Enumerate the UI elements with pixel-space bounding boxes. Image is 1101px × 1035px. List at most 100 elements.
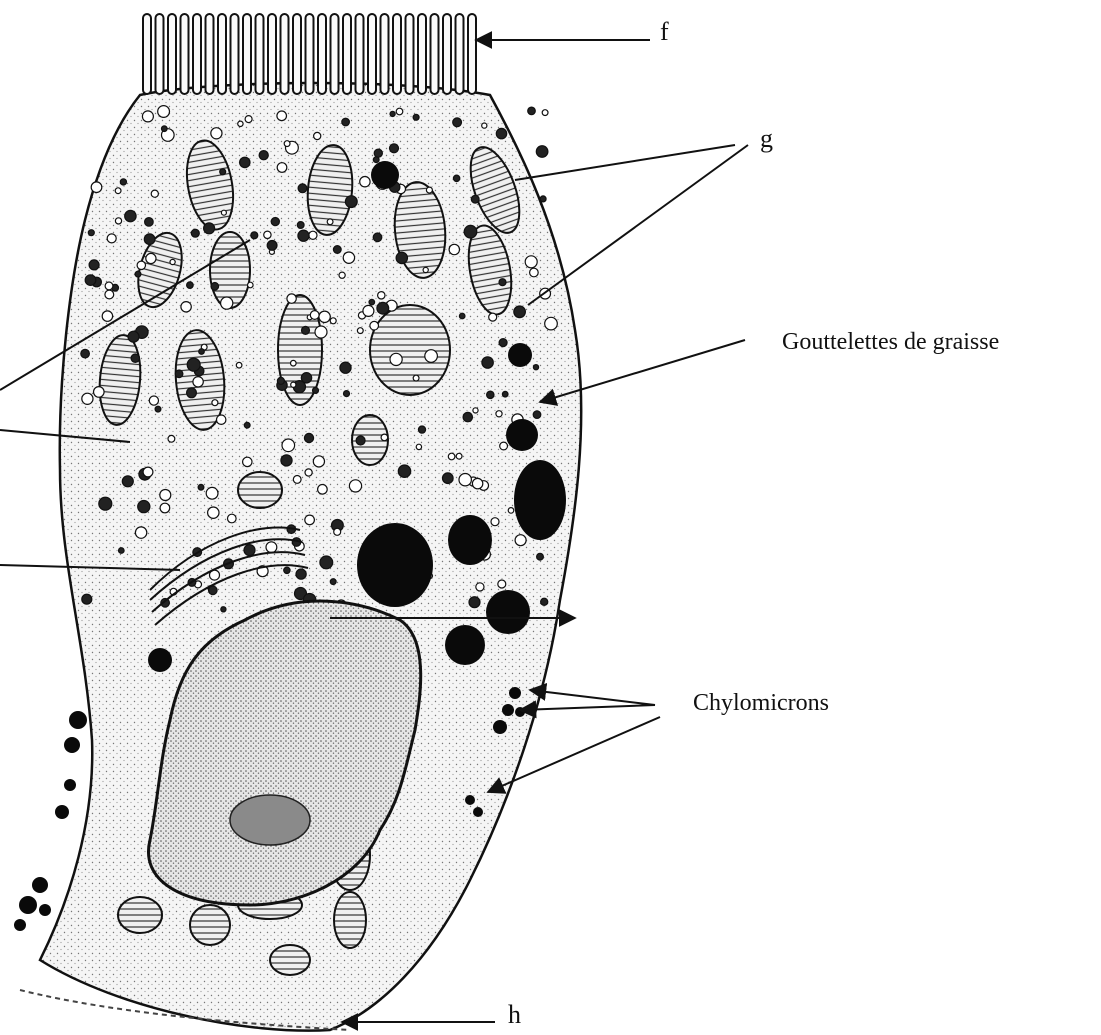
- vesicle: [314, 132, 321, 139]
- microvillus: [393, 14, 401, 94]
- microvillus: [256, 14, 264, 94]
- mitochondrion: [370, 305, 450, 395]
- vesicle: [496, 411, 502, 417]
- vesicle: [102, 311, 112, 321]
- vesicle: [377, 302, 389, 314]
- mitochondrion: [238, 472, 282, 508]
- vesicle: [315, 326, 327, 338]
- vesicle: [170, 259, 175, 264]
- vesicle: [330, 318, 336, 324]
- vesicle: [291, 382, 296, 387]
- vesicle: [212, 400, 218, 406]
- vesicle: [284, 141, 290, 147]
- microvillus: [331, 14, 339, 94]
- vesicle: [221, 210, 226, 215]
- vesicle: [459, 474, 471, 486]
- vesicle: [499, 279, 506, 286]
- vesicle: [281, 455, 292, 466]
- vesicle: [499, 339, 507, 347]
- vesicle: [491, 518, 499, 526]
- vesicle: [187, 388, 197, 398]
- vesicle: [115, 218, 121, 224]
- vesicle: [137, 261, 145, 269]
- vesicle: [89, 260, 99, 270]
- microvillus: [206, 14, 214, 94]
- vesicle: [228, 514, 237, 523]
- vesicle: [175, 370, 183, 378]
- vesicle: [345, 196, 357, 208]
- vesicle: [251, 232, 258, 239]
- microvillus: [193, 14, 201, 94]
- vesicle: [500, 442, 508, 450]
- vesicle: [487, 391, 494, 398]
- vesicle: [530, 268, 539, 277]
- vesicle: [220, 169, 226, 175]
- vesicle: [515, 535, 526, 546]
- vesicle: [240, 157, 250, 167]
- vesicle: [381, 434, 388, 441]
- microvillus: [456, 14, 464, 94]
- vesicle: [162, 126, 168, 132]
- vesicle: [310, 311, 319, 320]
- microvillus: [243, 14, 251, 94]
- microvillus: [431, 14, 439, 94]
- vesicle: [248, 282, 254, 288]
- label-h: h: [508, 1000, 521, 1029]
- vesicle: [143, 467, 153, 477]
- vesicle: [305, 515, 315, 525]
- vesicle: [142, 111, 153, 122]
- vesicle: [244, 545, 255, 556]
- vesicle: [187, 358, 200, 371]
- vesicle: [305, 469, 312, 476]
- vesicle: [339, 272, 345, 278]
- vesicle: [155, 406, 161, 412]
- vesicle: [151, 190, 158, 197]
- vesicle: [297, 222, 304, 229]
- vesicle: [413, 375, 419, 381]
- vesicle: [236, 362, 242, 368]
- mitochondrion: [190, 905, 230, 945]
- vesicle: [291, 360, 297, 366]
- microvillus: [368, 14, 376, 94]
- vesicle: [264, 231, 271, 238]
- vesicle: [298, 230, 309, 241]
- vesicle: [131, 354, 139, 362]
- vesicle: [472, 478, 482, 488]
- vesicle: [211, 283, 219, 291]
- vesicle: [158, 106, 170, 118]
- vesicle: [498, 580, 506, 588]
- microvillus: [343, 14, 351, 94]
- vesicle: [533, 411, 541, 419]
- vesicle: [302, 326, 310, 334]
- vesicle: [122, 476, 133, 487]
- microvilli: [143, 14, 476, 94]
- vesicle: [82, 594, 92, 604]
- vesicle: [473, 408, 478, 413]
- vesicle: [349, 480, 361, 492]
- microvillus: [306, 14, 314, 94]
- vesicle: [342, 118, 350, 126]
- mitochondrion: [334, 892, 366, 948]
- vesicle: [333, 246, 341, 254]
- vesicle: [540, 196, 546, 202]
- vesicle: [413, 114, 419, 120]
- microvillus: [231, 14, 239, 94]
- vesicle: [282, 439, 295, 452]
- vesicle: [120, 179, 126, 185]
- vesicle: [356, 436, 365, 445]
- vesicle: [398, 465, 410, 477]
- vesicle: [221, 297, 233, 309]
- vesicle: [418, 426, 425, 433]
- vesicle: [496, 128, 506, 138]
- vesicle: [378, 292, 385, 299]
- vesicle: [82, 393, 93, 404]
- vesicle: [145, 218, 154, 227]
- mitochondrion: [270, 945, 310, 975]
- vesicle: [119, 548, 125, 554]
- vesicle: [115, 188, 121, 194]
- vesicle: [459, 313, 465, 319]
- vesicle: [301, 373, 311, 383]
- vesicle: [198, 484, 204, 490]
- vesicle: [536, 146, 548, 158]
- vesicle: [330, 579, 336, 585]
